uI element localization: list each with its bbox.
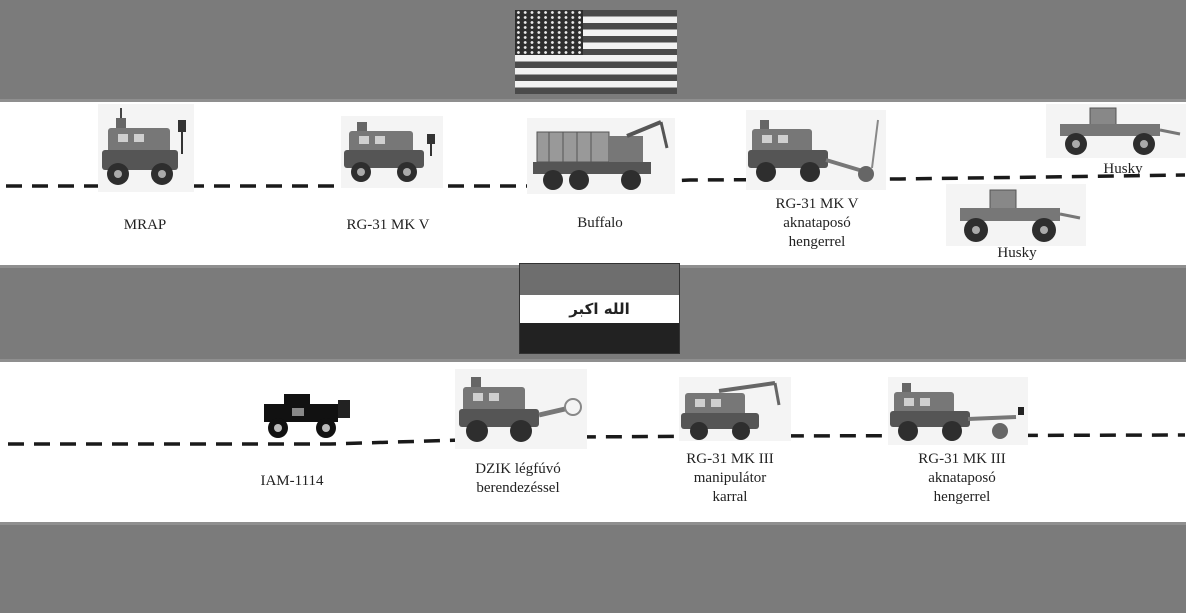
vehicle-label-rg31-mkv-roller: RG-31 MK V aknataposó hengerrel [775, 196, 859, 250]
mrap-truck-icon [98, 104, 194, 192]
vehicle-label-rg31-mkiii-roller: RG-31 MK III aknataposó hengerrel [918, 451, 1006, 505]
vehicle-label-dzik: DZIK légfúvó berendezéssel [475, 461, 561, 496]
bottom-gray-band [0, 522, 1186, 613]
buffalo-truck-icon [527, 118, 675, 194]
husky-vehicle-icon [946, 184, 1086, 246]
blower-truck-icon [455, 369, 587, 449]
mine-roller-truck-icon [888, 377, 1028, 445]
vehicle-label-buffalo: Buffalo [577, 215, 623, 231]
vehicle-label-husky: Husky [997, 245, 1037, 261]
vehicle-label-rg31-mkv: RG-31 MK V [346, 217, 430, 233]
vehicle-label-rg31-mkiii-manipulator: RG-31 MK III manipulátor karral [686, 451, 774, 505]
iraq-flag-icon: الله اكبر [519, 263, 680, 354]
manipulator-truck-icon [679, 377, 791, 441]
us-flag-icon [515, 10, 677, 94]
husky-vehicle-icon [1046, 104, 1186, 158]
humvee-icon [256, 390, 356, 440]
mine-roller-truck-icon [746, 110, 886, 190]
vehicle-label-iam-1114: IAM-1114 [260, 473, 324, 489]
iraq-flag-inscription: الله اكبر [569, 300, 630, 318]
vehicle-label-mrap: MRAP [123, 217, 167, 233]
mrap-truck-icon [341, 116, 443, 188]
route-line-top [6, 173, 1186, 188]
vehicle-label-husky: Husky [1103, 161, 1143, 177]
